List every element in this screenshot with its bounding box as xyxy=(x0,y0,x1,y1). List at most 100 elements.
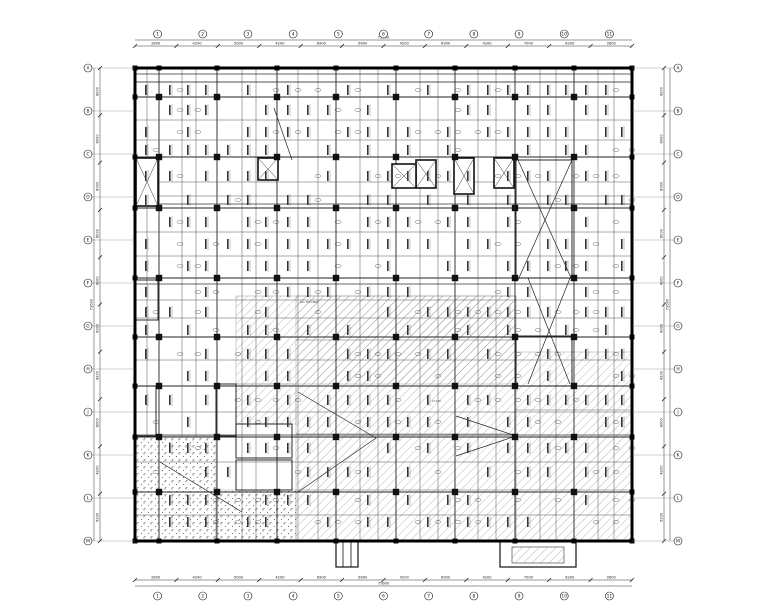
beam-tag-mark xyxy=(527,127,529,137)
bottom-dim-value: 6200 xyxy=(565,576,575,580)
axis-bubble-column-label: 2 xyxy=(201,594,204,600)
slab-mark xyxy=(334,108,342,112)
beam-tag-mark xyxy=(565,261,567,271)
slab-mark xyxy=(374,264,382,268)
slab-mark xyxy=(374,174,382,178)
beam-tag-mark xyxy=(527,105,529,115)
column xyxy=(511,153,519,161)
beam-tag-mark xyxy=(527,395,529,405)
top-dim-value: 2800 xyxy=(151,42,161,46)
beam-tag-mark xyxy=(387,217,389,227)
slab-mark xyxy=(212,328,220,332)
axis-bubble-column-label: 3 xyxy=(247,594,250,600)
opening-outline xyxy=(515,335,573,387)
beam-tag-mark xyxy=(145,325,147,335)
slab-mark xyxy=(176,220,184,224)
beam-tag-mark xyxy=(247,325,249,335)
beam-tag-mark xyxy=(565,85,567,95)
axis-bubble-column xyxy=(334,29,343,39)
beam-tag-mark xyxy=(407,495,409,505)
beam-tag-mark xyxy=(265,127,267,137)
beam-tag-mark xyxy=(227,171,229,181)
bottom-dim-tick xyxy=(505,577,510,583)
slab-mark xyxy=(254,220,262,224)
column xyxy=(332,204,340,212)
slab-mark xyxy=(152,310,160,314)
beam-tag-mark xyxy=(287,443,289,453)
column xyxy=(451,153,459,161)
top-dim-tick xyxy=(546,43,552,49)
slab-mark xyxy=(612,148,620,152)
axis-bubble-column-label: 10 xyxy=(561,594,567,600)
beam-tag-mark xyxy=(187,517,189,527)
beam-tag-mark xyxy=(287,349,289,359)
beam-tag-mark xyxy=(427,239,429,249)
beam-tag-mark xyxy=(467,395,469,405)
beam-tag-mark xyxy=(205,307,207,317)
beam-tag-mark xyxy=(145,287,147,297)
beam-tag-mark xyxy=(547,261,549,271)
core-cross xyxy=(135,157,159,207)
axis-bubble-column xyxy=(198,591,208,601)
slab-mark xyxy=(414,88,422,92)
left-dim-value: 6200 xyxy=(96,512,100,522)
column xyxy=(511,333,519,341)
slab-mark xyxy=(474,130,482,134)
column xyxy=(570,153,578,161)
beam-tag-mark xyxy=(145,195,147,205)
beam-tag-mark xyxy=(621,127,623,137)
beam-tag-mark xyxy=(585,467,587,477)
beam-tag-mark xyxy=(347,371,349,381)
beam-tag-mark xyxy=(265,495,267,505)
column xyxy=(511,204,519,212)
beam-tag-mark xyxy=(605,307,607,317)
raised-floor-zone xyxy=(135,435,217,541)
right-dim-tick xyxy=(661,396,667,402)
slab-mark xyxy=(294,470,302,474)
column xyxy=(273,333,281,341)
right-dim-value: 4200 xyxy=(660,465,664,475)
perimeter-walls xyxy=(133,66,634,543)
bottom-dim-value: 6900 xyxy=(317,576,327,580)
column xyxy=(392,153,400,161)
beam-tag-mark xyxy=(265,239,267,249)
beam-tag-mark xyxy=(367,495,369,505)
bottom-dim-value: 5000 xyxy=(234,576,244,580)
slab-mark xyxy=(494,352,502,356)
beam-tag-mark xyxy=(527,261,529,271)
beam-tag-mark xyxy=(205,105,207,115)
beam-tag-mark xyxy=(187,145,189,155)
beam-tag-mark xyxy=(467,517,469,527)
slab-mark xyxy=(454,328,462,332)
slab-mark xyxy=(272,446,280,450)
beam-tag-mark xyxy=(605,195,607,205)
stair-and-elevator-cores xyxy=(135,107,577,568)
axis-bubble-column xyxy=(605,591,614,601)
beam-tag-mark xyxy=(547,307,549,317)
beam-tag-mark xyxy=(507,261,509,271)
slab-mark xyxy=(334,242,342,246)
axis-bubble-column xyxy=(288,591,298,601)
beam-tag-mark xyxy=(585,145,587,155)
slab-mark xyxy=(254,242,262,246)
slab-mark xyxy=(254,498,262,502)
beam-tag-mark xyxy=(447,349,449,359)
slab-mark xyxy=(234,198,242,202)
opening-outline xyxy=(515,159,573,279)
beam-tag-mark xyxy=(447,495,449,505)
slab-mark xyxy=(414,520,422,524)
beam-tag-mark xyxy=(585,261,587,271)
beam-tag-mark xyxy=(145,239,147,249)
slab-mark xyxy=(434,374,442,378)
beam-tag-mark xyxy=(307,261,309,271)
left-dim-value: 4200 xyxy=(96,370,100,380)
slab-mark xyxy=(514,220,522,224)
column xyxy=(213,433,221,441)
slab-mark xyxy=(592,174,600,178)
beam-tag-mark xyxy=(507,443,509,453)
beam-tag-mark xyxy=(621,195,623,205)
beam-tag-mark xyxy=(287,239,289,249)
slab-mark xyxy=(454,88,462,92)
